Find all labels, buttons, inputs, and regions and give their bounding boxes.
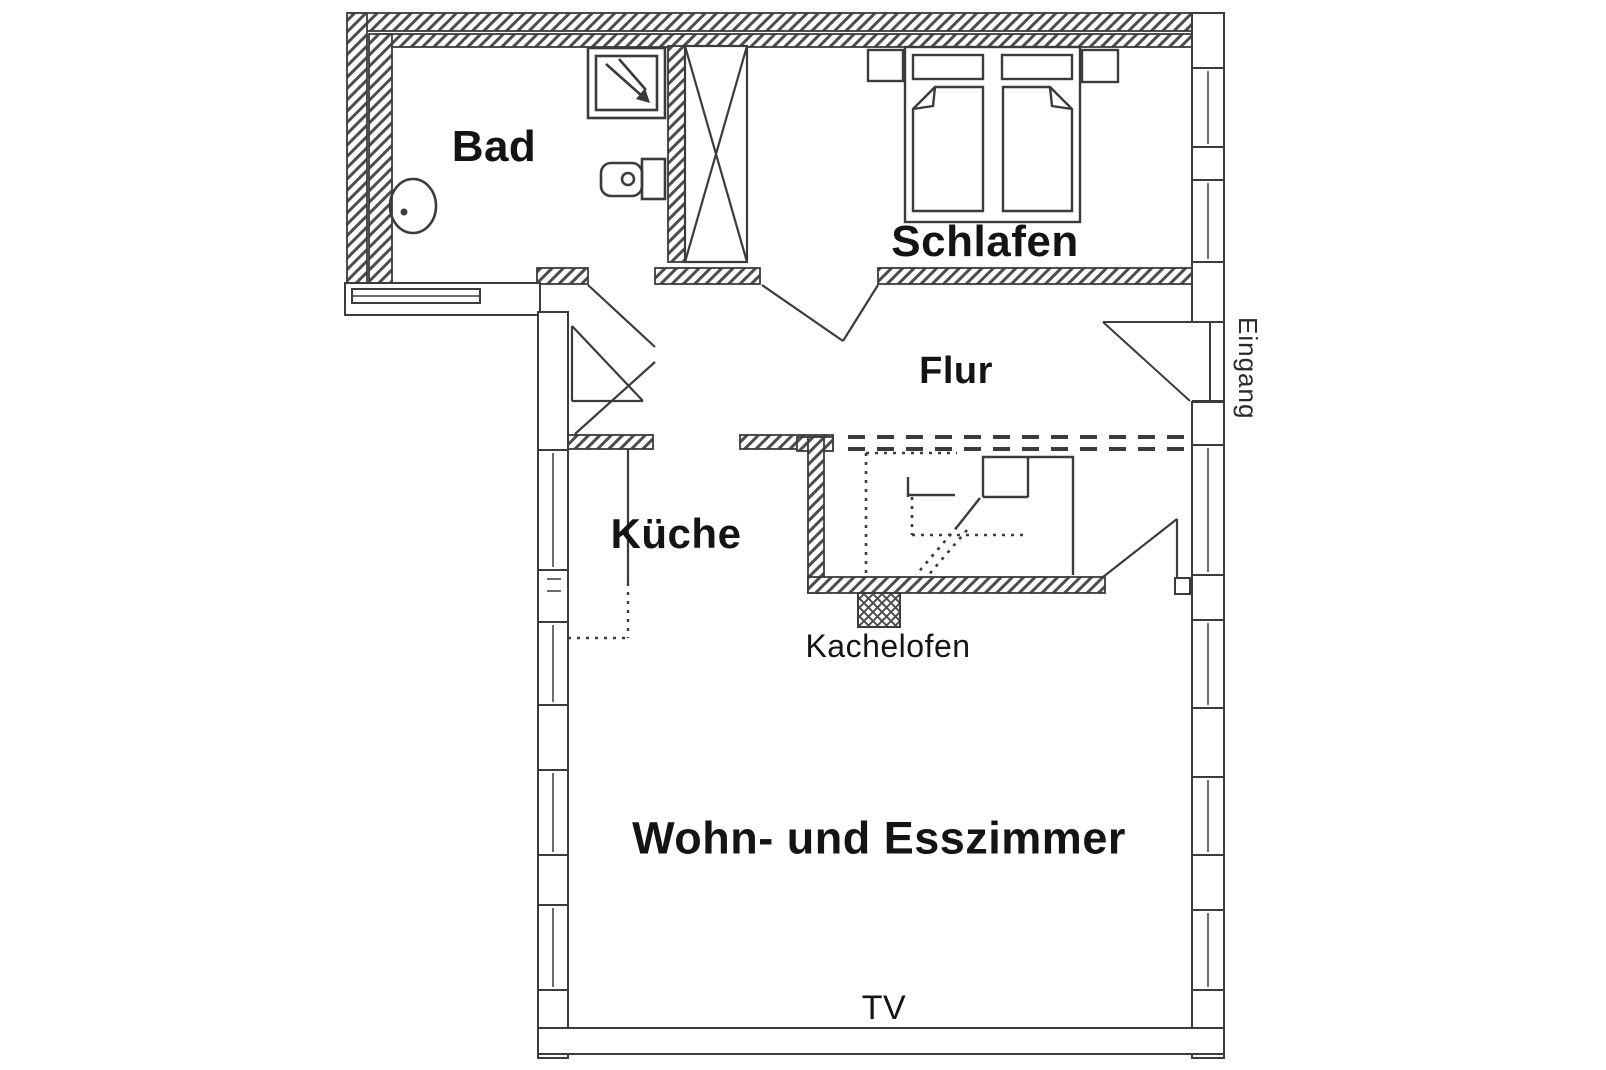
- toilet-icon: [599, 157, 667, 201]
- wall-left-block: [537, 569, 569, 623]
- room-label-kitchen: Küche: [610, 510, 742, 557]
- room-label-living-dining: Wohn- und Esszimmer: [632, 812, 1126, 864]
- bed-pillow: [1000, 53, 1074, 81]
- wall-right-block: [1191, 707, 1225, 778]
- bed-mattress: [1001, 85, 1074, 213]
- double-bed-icon: [866, 45, 1120, 224]
- bed-pillow: [911, 53, 985, 81]
- wardrobe-icon: [683, 44, 749, 264]
- overhead-dashed-lines: [848, 435, 1188, 451]
- wall-bath-left-outer: [346, 12, 368, 286]
- wall-stair-south: [807, 576, 1106, 594]
- entrance-door-icon: [1102, 321, 1225, 402]
- room-label-hallway: Flur: [919, 350, 993, 392]
- annotation-stove: Kachelofen: [805, 628, 971, 664]
- hall-door-leaf: [574, 361, 656, 435]
- door-swing-icon: [570, 284, 1179, 578]
- sink-icon: [388, 177, 438, 235]
- wall-bath-right: [667, 45, 686, 263]
- bed-fold: [1048, 86, 1073, 111]
- room-label-bedroom: Schlafen: [891, 217, 1079, 266]
- wall-top-outer: [348, 12, 1193, 32]
- wall-right-block: [1191, 146, 1225, 181]
- wall-right-block: [1191, 854, 1225, 911]
- door-hinge-block: [1174, 577, 1191, 595]
- plain-walls-and-windows: [344, 12, 1225, 1059]
- bed-fold: [912, 86, 937, 111]
- stairs-icon: [864, 451, 1075, 579]
- wall-right-block: [1191, 574, 1225, 621]
- nightstand-icon: [1080, 48, 1120, 84]
- wall-top-inner: [375, 33, 1193, 48]
- wall-bath-left-inner: [368, 33, 393, 286]
- wall-right-corner-top: [1191, 12, 1225, 69]
- tiled-stove-icon: [857, 592, 901, 628]
- annotation-entrance: Eingang: [1233, 317, 1263, 420]
- wall-bottom: [537, 1027, 1225, 1055]
- wall-left-block: [537, 311, 569, 451]
- living-door-leaf: [1102, 518, 1178, 578]
- wall-right-block: [1191, 261, 1225, 323]
- bathroom-door-leaf: [587, 284, 656, 348]
- bedroom-door-leaf: [761, 284, 844, 342]
- bed-mattress: [911, 85, 985, 213]
- bed-frame: [903, 45, 1082, 224]
- wall-below-wardrobe: [654, 267, 761, 285]
- wall-right-block: [1191, 401, 1225, 446]
- wall-left-block: [537, 854, 569, 906]
- annotation-tv: TV: [861, 989, 907, 1027]
- hall-door-leaf: [571, 325, 644, 402]
- nightstand-icon: [866, 48, 905, 83]
- kitchen-counter-line: [568, 449, 630, 640]
- wall-left-block: [537, 704, 569, 771]
- wall-bedroom-bottom: [877, 267, 1193, 285]
- wall-stair-west: [807, 436, 825, 594]
- bedroom-door-leaf: [842, 284, 879, 342]
- wall-bath-door-stub: [536, 267, 589, 285]
- room-label-bathroom: Bad: [451, 122, 537, 171]
- shower-icon: [586, 46, 667, 120]
